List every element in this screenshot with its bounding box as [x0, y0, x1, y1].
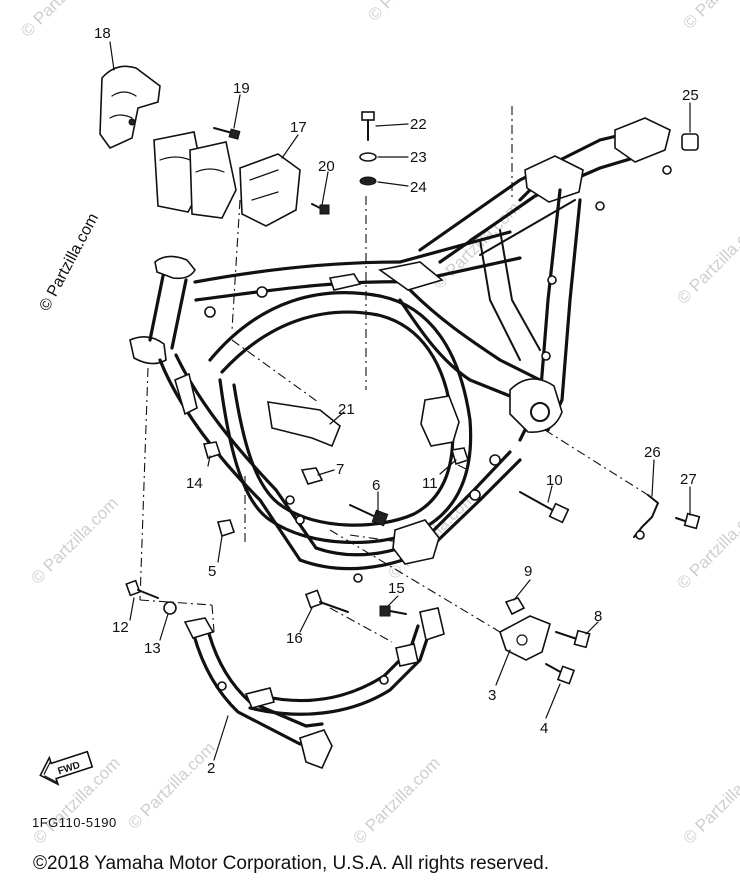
watermark: © Partzilla.com	[27, 493, 121, 587]
engine-mount-front	[174, 372, 198, 416]
watermark: © Partzilla.com	[124, 738, 218, 832]
callout-8: 8	[594, 608, 602, 625]
collar-7	[300, 467, 324, 485]
bolt-19	[213, 127, 241, 140]
callout-13: 13	[144, 640, 161, 657]
washer-13	[163, 601, 177, 615]
callout-26: 26	[644, 444, 661, 461]
callout-pointers	[109, 41, 691, 761]
callout-5: 5	[208, 563, 216, 580]
bolt-10	[519, 491, 570, 524]
watermark: © Partzilla.com	[673, 498, 740, 592]
damper-25	[681, 133, 699, 151]
watermark-side: © Partzilla.com	[37, 211, 103, 314]
bolt-12	[125, 579, 159, 599]
callout-20: 20	[318, 158, 335, 175]
bolt-27	[675, 512, 701, 530]
callout-18: 18	[94, 25, 111, 42]
rear-bracket	[614, 117, 671, 163]
engine-mount-center	[420, 395, 460, 447]
bolt-8	[555, 629, 591, 649]
gusset	[378, 261, 444, 291]
bracket-26	[633, 494, 659, 540]
callout-25: 25	[682, 87, 699, 104]
nut-9	[504, 597, 526, 616]
bolt-15	[379, 605, 407, 617]
collar-5	[216, 519, 236, 538]
collar-14	[202, 441, 222, 460]
bolt-6	[349, 504, 389, 527]
washer-24	[359, 176, 377, 186]
part-cover-18	[99, 65, 161, 150]
callout-15: 15	[388, 580, 405, 597]
callout-2: 2	[207, 760, 215, 777]
callout-11: 11	[422, 475, 438, 492]
engine-mount-lower	[392, 519, 440, 565]
washer-23	[359, 152, 377, 162]
diagram-code: 1FG110-5190	[32, 815, 117, 830]
part-coil-stack	[153, 131, 237, 219]
watermark: © Partzilla.com	[679, 0, 740, 33]
callout-16: 16	[286, 630, 303, 647]
lower-frame-2	[183, 607, 445, 770]
callout-21: 21	[338, 401, 355, 418]
steering-head-lower	[129, 336, 167, 365]
callout-7: 7	[336, 461, 344, 478]
tank-mount	[328, 273, 362, 291]
callout-27: 27	[680, 471, 697, 488]
callout-3: 3	[488, 687, 496, 704]
callout-23: 23	[410, 149, 427, 166]
seat-bracket	[524, 155, 584, 203]
plate-3	[499, 615, 551, 661]
callout-14: 14	[186, 475, 203, 492]
bolt-20	[311, 203, 330, 215]
callout-19: 19	[233, 80, 250, 97]
bolt-22	[361, 111, 375, 141]
watermark: © Partzilla.com	[673, 213, 740, 307]
callout-24: 24	[410, 179, 427, 196]
main-frame	[129, 117, 672, 583]
callout-17: 17	[290, 119, 307, 136]
part-17-bracket	[239, 153, 301, 227]
callout-labels: 2 3 4 5 6 7 8 9 10 11 12 13 14 15 16 17 …	[94, 25, 699, 777]
watermark: © Partzilla.com	[679, 753, 740, 847]
bolt-16	[304, 589, 349, 613]
watermark: © Partzilla.com	[364, 0, 458, 25]
callout-10: 10	[546, 472, 563, 489]
callout-12: 12	[112, 619, 129, 636]
pivot-plate	[509, 378, 563, 433]
callout-6: 6	[372, 477, 380, 494]
callout-9: 9	[524, 563, 532, 580]
callout-4: 4	[540, 720, 548, 737]
bolt-4	[545, 663, 576, 685]
copyright-notice: ©2018 Yamaha Motor Corporation, U.S.A. A…	[33, 853, 549, 874]
steering-head	[154, 255, 196, 280]
callout-22: 22	[410, 116, 427, 133]
watermark: © Partzilla.com	[349, 753, 443, 847]
forward-arrow: FWD	[39, 750, 94, 786]
plate-21	[267, 401, 341, 448]
